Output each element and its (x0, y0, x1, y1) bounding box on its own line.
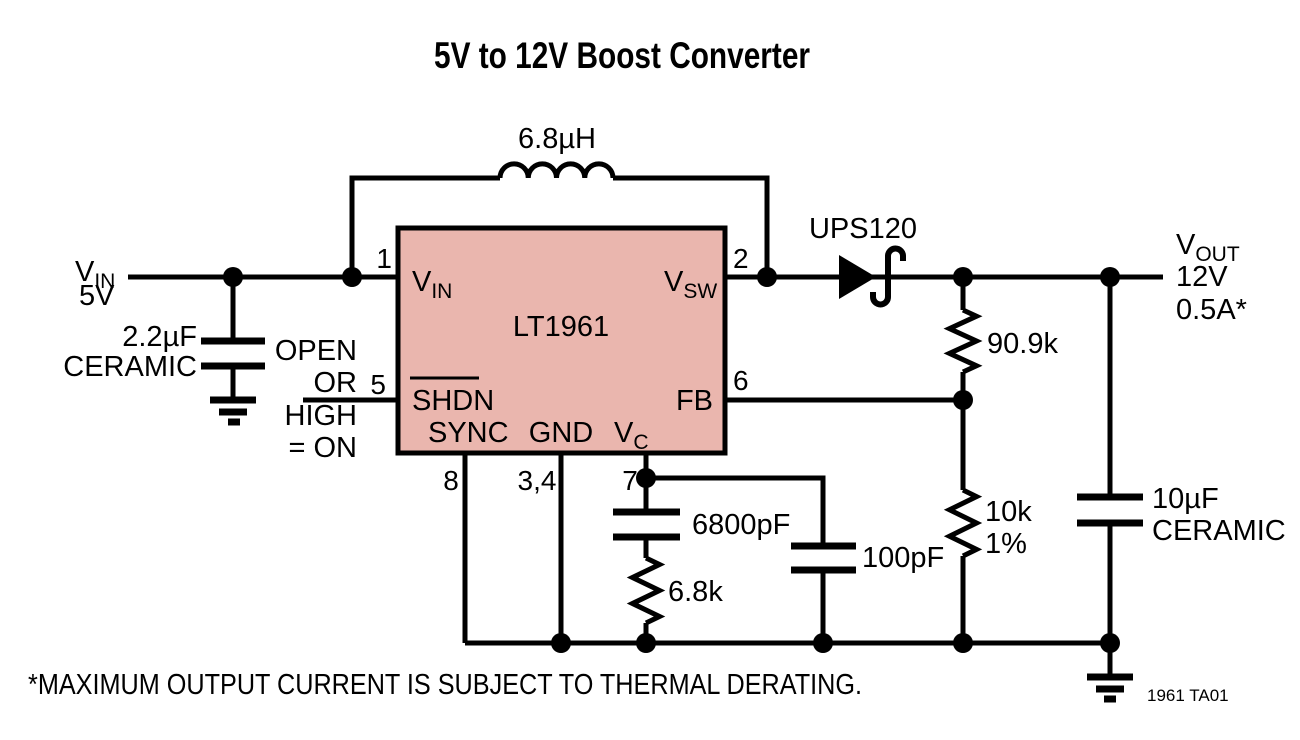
input-cap-value: 2.2µF (122, 321, 197, 353)
ic-pin-label-sync: SYNC (428, 417, 509, 449)
input-cap-type: CERAMIC (63, 351, 197, 383)
shdn-note-line1: OPEN (275, 335, 357, 367)
junction-rail-rbottom (953, 633, 973, 653)
resistor-90.9k-value: 90.9k (987, 328, 1058, 360)
figure-id: 1961 TA01 (1147, 686, 1229, 705)
bypass-cap-value: 100pF (862, 542, 944, 574)
output-voltage-value: 12V (1176, 261, 1228, 293)
resistor-90.9k-symbol (943, 307, 983, 375)
junction-rail-outcap (1100, 633, 1120, 653)
ic-pin-label-fb: FB (676, 385, 713, 417)
diode-anode-triangle (839, 255, 876, 299)
pin-number-6: 6 (733, 365, 749, 396)
schematic-title: 5V to 12V Boost Converter (434, 35, 810, 76)
output-cap-type: CERAMIC (1152, 515, 1286, 547)
inductor-symbol (497, 161, 616, 179)
bypass-cap-symbol (791, 542, 856, 574)
ic-pin-label-shdn: SHDN (412, 385, 494, 417)
input-ground-symbol (210, 396, 256, 426)
input-cap-plates (201, 337, 265, 370)
input-ground-bars (210, 396, 256, 426)
ic-part-number: LT1961 (513, 311, 609, 343)
junction-inductor-left (342, 267, 362, 287)
ic-pin-label-vin: VIN (412, 266, 452, 303)
resistor-10k-symbol (943, 487, 983, 559)
main-ground-bars (1087, 673, 1133, 703)
pin-number-1: 1 (376, 243, 392, 274)
junction-dots (223, 267, 1120, 653)
ic-pin-labels: VIN VSW LT1961 SHDN FB SYNC GND VC (412, 266, 717, 454)
inductor-value: 6.8µH (518, 123, 596, 155)
comp-cap-symbol (613, 508, 680, 541)
output-cap-value: 10µF (1152, 483, 1219, 515)
resistor-10k-value: 10k (985, 496, 1032, 528)
junction-rtop-top (953, 267, 973, 287)
thermal-derating-footnote: *MAXIMUM OUTPUT CURRENT IS SUBJECT TO TH… (28, 669, 862, 701)
output-current-value: 0.5A* (1176, 294, 1247, 326)
shdn-note-line2: OR (314, 367, 358, 399)
output-cap-symbol (1077, 493, 1143, 527)
junction-fb-node (953, 390, 973, 410)
shdn-note-line3: HIGH (285, 400, 358, 432)
pin-number-7: 7 (622, 465, 638, 496)
resistor-10k-tolerance: 1% (985, 528, 1027, 560)
input-cap-symbol (201, 337, 265, 370)
junction-inductor-right (757, 267, 777, 287)
input-voltage-value: 5V (79, 280, 115, 312)
junction-input-cap (223, 267, 243, 287)
ic-body (395, 225, 728, 456)
pin-number-2: 2 (733, 243, 749, 274)
shdn-note: OPEN OR HIGH = ON (275, 335, 357, 464)
shdn-note-line4: = ON (289, 432, 358, 464)
pin-number-5: 5 (370, 369, 386, 400)
diode-schottky-bar (870, 245, 906, 308)
diode-part-label: UPS120 (809, 213, 917, 245)
wire-inductor-left (349, 175, 500, 277)
junction-vc-node (636, 468, 656, 488)
pin-number-8: 8 (443, 465, 459, 496)
pin-numbers: 1 2 5 6 8 3,4 7 (370, 243, 748, 496)
junction-rail-comp (636, 633, 656, 653)
junction-rail-gnd (551, 633, 571, 653)
diode-symbol (839, 245, 906, 308)
main-ground-symbol (1087, 673, 1133, 703)
output-voltage-label: VOUT (1176, 229, 1240, 266)
ic-pin-label-vsw: VSW (664, 266, 717, 303)
wires (128, 175, 1163, 674)
wire-inductor-right (613, 175, 770, 277)
ic-pin-label-vc: VC (614, 417, 649, 454)
ic-pin-label-gnd: GND (529, 417, 593, 449)
pin-number-3-4: 3,4 (518, 465, 557, 496)
junction-rail-bypass (813, 633, 833, 653)
input-voltage-label: VIN (75, 256, 115, 293)
wire-bypass-branch (646, 475, 826, 643)
comp-res-value: 6.8k (668, 576, 723, 608)
resistor-6.8k-symbol (626, 555, 666, 626)
junction-output-cap-top (1100, 267, 1120, 287)
comp-cap-value: 6800pF (692, 509, 790, 541)
